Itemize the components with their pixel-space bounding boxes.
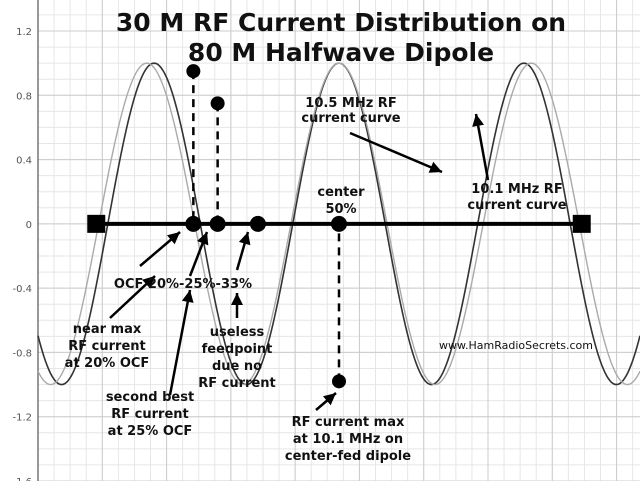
annotation-line: RF current bbox=[111, 407, 189, 422]
annotation-arrows bbox=[109, 113, 490, 411]
annotation-line: due no bbox=[212, 359, 262, 374]
annotation-ocf: OCF 20%-25%-33% bbox=[114, 277, 252, 292]
annotation-line: 10.1 MHz RF bbox=[471, 182, 562, 197]
y-tick-labels: 1.2 0.8 0.4 0 -0.4 -0.8 -1.2 -1.6 bbox=[12, 27, 32, 481]
curve-point bbox=[186, 64, 201, 79]
arrow-rf-max-head bbox=[323, 393, 336, 406]
annotation-line: RF current max bbox=[292, 415, 405, 430]
annotation-nearmax: near max RF current at 20% OCF bbox=[65, 322, 150, 371]
y-tick-label: 0 bbox=[26, 220, 32, 231]
curve-point bbox=[332, 374, 346, 389]
left-end-insulator bbox=[87, 214, 106, 233]
annotation-line: useless bbox=[210, 325, 265, 340]
feedpoint-dot bbox=[249, 215, 266, 232]
curve-point bbox=[210, 96, 225, 111]
feedpoint-dot bbox=[185, 215, 202, 232]
right-end-insulator bbox=[572, 214, 591, 233]
chart-title-line: 30 M RF Current Distribution on bbox=[116, 8, 566, 37]
arrow-near-max-head bbox=[142, 276, 155, 289]
annotation-line: current curve bbox=[467, 198, 566, 213]
y-tick-label: -1.2 bbox=[12, 413, 32, 424]
y-tick-label: -1.6 bbox=[12, 477, 32, 481]
annotation-line: feedpoint bbox=[202, 342, 273, 357]
annotation-line: near max bbox=[73, 322, 142, 337]
annotation-useless: useless feedpoint due no RF current bbox=[198, 325, 276, 391]
chart-title-line: 80 M Halfwave Dipole bbox=[188, 38, 494, 67]
series-line bbox=[37, 62, 640, 386]
annotation-center: center 50% bbox=[317, 185, 365, 217]
annotation-secondbest: second best RF current at 25% OCF bbox=[106, 390, 194, 439]
arrow-ocf-33-head bbox=[238, 232, 251, 246]
annotation-line: RF current bbox=[198, 376, 276, 391]
arrow-second-best-head bbox=[181, 290, 194, 303]
annotation-line: at 10.1 MHz on bbox=[293, 432, 403, 447]
arrow-105-head bbox=[428, 161, 442, 173]
feedpoint-dot bbox=[331, 215, 347, 232]
annotation-line: 50% bbox=[325, 202, 356, 217]
feedpoint-dashes bbox=[185, 64, 347, 389]
annotation-line: OCF 20%-25%-33% bbox=[114, 277, 252, 292]
annotation-line: at 25% OCF bbox=[108, 424, 193, 439]
feedpoint-dot bbox=[209, 215, 226, 232]
y-tick-label: 0.4 bbox=[16, 156, 32, 167]
annotation-line: center bbox=[317, 185, 365, 200]
y-tick-label: -0.8 bbox=[12, 348, 32, 359]
arrow-101-head bbox=[472, 114, 484, 127]
annotation-line: center-fed dipole bbox=[285, 449, 411, 464]
annotation-rfmax: RF current max at 10.1 MHz on center-fed d… bbox=[285, 415, 411, 464]
arrow-ocf-25-head bbox=[197, 232, 209, 246]
annotation-line: current curve bbox=[301, 111, 400, 126]
annotation-line: 10.5 MHz RF bbox=[305, 96, 396, 111]
y-tick-label: 0.8 bbox=[16, 91, 32, 102]
watermark: www.HamRadioSecrets.com bbox=[439, 339, 593, 352]
annotation-line: RF current bbox=[68, 339, 146, 354]
annotation-line: second best bbox=[106, 390, 194, 405]
y-tick-label: -0.4 bbox=[12, 284, 32, 295]
arrow-ocf-20-head bbox=[167, 232, 180, 245]
arrow-105-shaft bbox=[349, 131, 443, 174]
y-tick-label: 1.2 bbox=[16, 27, 32, 38]
arrow-useless-head bbox=[231, 293, 243, 305]
series-curves bbox=[37, 62, 640, 386]
arrow-second-best-shaft bbox=[168, 289, 192, 396]
grid bbox=[37, 0, 640, 481]
annotation-line: at 20% OCF bbox=[65, 356, 150, 371]
